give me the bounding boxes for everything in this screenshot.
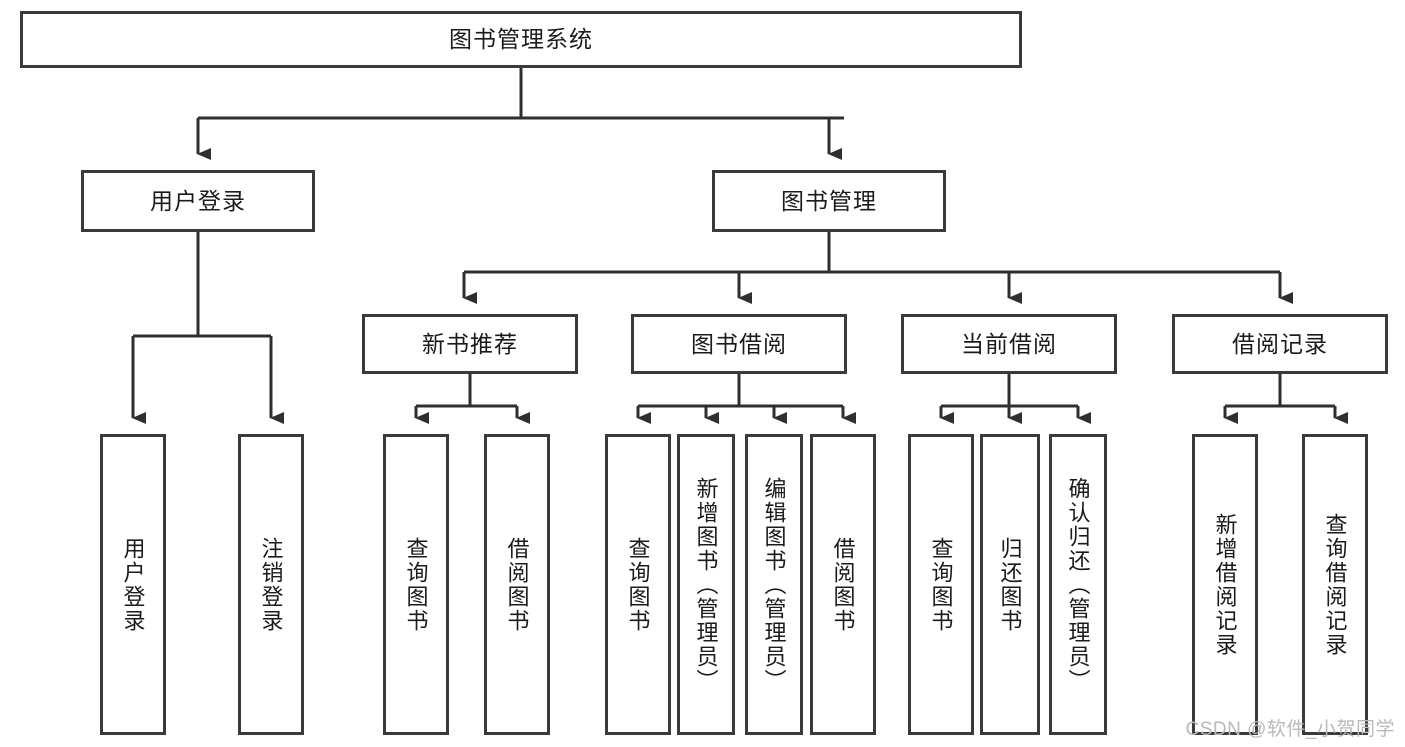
watermark-text: CSDN @软件_小贺同学 xyxy=(1185,719,1395,740)
node-label: 借阅图书 xyxy=(504,536,530,633)
node-book-management[interactable]: 图书管理 xyxy=(712,170,946,232)
leaf-borrow-query-book[interactable]: 查询图书 xyxy=(605,434,671,735)
node-root-system[interactable]: 图书管理系统 xyxy=(20,11,1022,68)
node-label: 新书推荐 xyxy=(422,330,518,357)
node-label: 查询借阅记录 xyxy=(1322,512,1348,657)
node-label: 图书借阅 xyxy=(691,330,787,357)
leaf-borrow-borrow-book[interactable]: 借阅图书 xyxy=(810,434,876,735)
leaf-user-login[interactable]: 用户登录 xyxy=(100,434,166,735)
node-borrow-record[interactable]: 借阅记录 xyxy=(1172,314,1388,374)
leaf-current-return-book[interactable]: 归还图书 xyxy=(980,434,1040,735)
leaf-current-confirm-return-admin[interactable]: 确认归还（管理员） xyxy=(1049,434,1107,735)
node-label: 用户登录 xyxy=(150,187,246,214)
node-label: 用户登录 xyxy=(120,536,146,633)
node-label: 查询图书 xyxy=(403,536,429,633)
leaf-record-query-record[interactable]: 查询借阅记录 xyxy=(1302,434,1368,735)
node-user-login[interactable]: 用户登录 xyxy=(81,170,315,232)
leaf-borrow-edit-book-admin[interactable]: 编辑图书（管理员） xyxy=(745,434,803,735)
node-label: 图书管理 xyxy=(781,187,877,214)
node-label: 图书管理系统 xyxy=(449,26,593,53)
node-label: 编辑图书（管理员） xyxy=(761,476,787,693)
node-label: 查询图书 xyxy=(928,536,954,633)
node-label: 注销登录 xyxy=(258,536,284,633)
node-label: 新增借阅记录 xyxy=(1212,512,1238,657)
leaf-recommend-query-book[interactable]: 查询图书 xyxy=(383,434,449,735)
node-label: 查询图书 xyxy=(625,536,651,633)
node-new-book-recommend[interactable]: 新书推荐 xyxy=(362,314,578,374)
node-label: 借阅记录 xyxy=(1232,330,1328,357)
leaf-record-add-record[interactable]: 新增借阅记录 xyxy=(1192,434,1258,735)
leaf-user-logout[interactable]: 注销登录 xyxy=(238,434,304,735)
node-label: 当前借阅 xyxy=(961,330,1057,357)
node-label: 确认归还（管理员） xyxy=(1065,476,1091,693)
node-label: 归还图书 xyxy=(997,536,1023,633)
node-current-borrow[interactable]: 当前借阅 xyxy=(901,314,1117,374)
leaf-borrow-add-book-admin[interactable]: 新增图书（管理员） xyxy=(677,434,735,735)
node-book-borrow[interactable]: 图书借阅 xyxy=(631,314,847,374)
node-label: 新增图书（管理员） xyxy=(693,476,719,693)
leaf-current-query-book[interactable]: 查询图书 xyxy=(908,434,974,735)
leaf-recommend-borrow-book[interactable]: 借阅图书 xyxy=(484,434,550,735)
node-label: 借阅图书 xyxy=(830,536,856,633)
